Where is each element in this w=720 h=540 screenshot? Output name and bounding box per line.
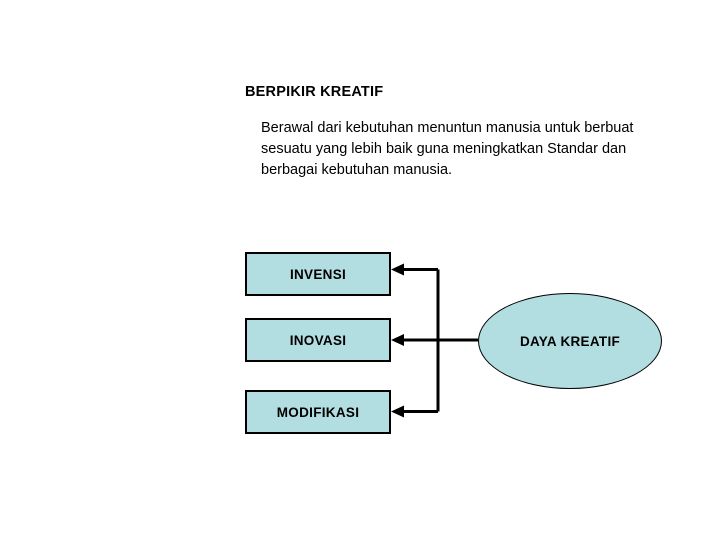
node-label-invensi: INVENSI [289,266,347,282]
arrowhead-modifikasi [391,405,404,418]
node-box-invensi[interactable]: INVENSI [245,252,391,296]
node-box-modifikasi[interactable]: MODIFIKASI [245,390,391,434]
node-box-inovasi[interactable]: INOVASI [245,318,391,362]
arrowhead-inovasi [391,334,404,346]
node-ellipse-daya-kreatif[interactable]: DAYA KREATIF [478,293,662,389]
node-label-modifikasi: MODIFIKASI [276,404,360,420]
arrowhead-invensi [391,263,404,276]
node-label-daya-kreatif: DAYA KREATIF [519,333,621,349]
intro-paragraph: Berawal dari kebutuhan menuntun manusia … [261,120,634,178]
page-title: BERPIKIR KREATIF [245,84,384,100]
node-label-inovasi: INOVASI [289,332,347,348]
